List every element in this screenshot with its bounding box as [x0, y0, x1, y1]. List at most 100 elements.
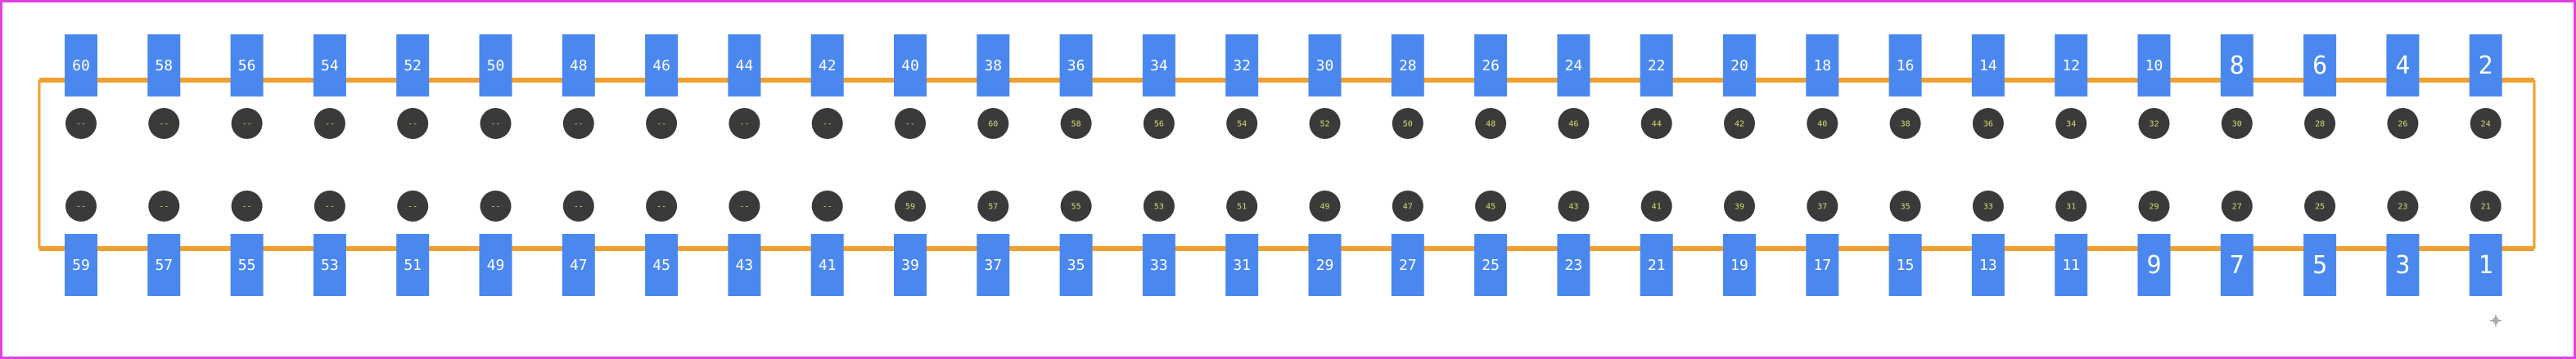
pad: 49: [479, 234, 512, 296]
pad-rect: [313, 234, 346, 296]
hole-label: 29: [2149, 203, 2159, 212]
pad: 19: [1723, 234, 1756, 296]
hole: 58: [1060, 108, 1092, 139]
pad: 41: [810, 234, 844, 296]
pad-number: 33: [1150, 257, 1168, 274]
hole-label: 21: [2481, 203, 2491, 212]
hole-label: --: [408, 203, 417, 212]
hole: --: [480, 108, 512, 139]
pad-rect: [645, 234, 679, 296]
pad-rect: [1971, 234, 2005, 296]
hole-label: --: [656, 203, 666, 212]
pad: 44: [728, 34, 761, 96]
pad: 24: [1557, 34, 1590, 96]
hole-circle: [811, 191, 843, 222]
pad: 10: [2137, 34, 2171, 96]
hole-circle: [1724, 191, 1755, 222]
pad: 12: [2055, 34, 2088, 96]
hole-circle: [895, 108, 926, 139]
pad-rect: [230, 234, 264, 296]
pad-rect: [2137, 234, 2171, 296]
hole-circle: [977, 108, 1009, 139]
pad-number: 5: [2312, 251, 2327, 280]
hole-label: --: [408, 120, 417, 129]
pad-number: 13: [1979, 257, 1997, 274]
hole: 43: [1558, 191, 1590, 222]
pad-rect: [728, 234, 761, 296]
pad: 38: [977, 34, 1010, 96]
pad: 6: [2303, 34, 2337, 96]
hole: 32: [2138, 108, 2170, 139]
pad-rect: [1225, 34, 1259, 96]
pad-number: 7: [2230, 251, 2244, 280]
hole-circle: [562, 191, 594, 222]
hole-label: 56: [1154, 120, 1164, 129]
pad-rect: [1391, 234, 1424, 296]
pad-number: 3: [2395, 251, 2410, 280]
pad: 16: [1888, 34, 1922, 96]
hole-circle: [2221, 108, 2253, 139]
pad-number: 30: [1316, 57, 1334, 74]
hole-circle: [1309, 191, 1341, 222]
pad-rect: [396, 34, 430, 96]
pad-number: 22: [1648, 57, 1666, 74]
hole: 35: [1889, 191, 1921, 222]
pad-number: 51: [404, 257, 422, 274]
pad: 39: [894, 234, 927, 296]
pad-rect: [2220, 34, 2253, 96]
hole-label: --: [574, 203, 584, 212]
hole-label: 57: [988, 203, 998, 212]
pad-rect: [1474, 234, 1508, 296]
hole-label: 28: [2315, 120, 2325, 129]
hole-label: 25: [2315, 203, 2325, 212]
hole-label: 33: [1983, 203, 1993, 212]
pad-number: 34: [1150, 57, 1168, 74]
hole-label: 43: [1568, 203, 1578, 212]
hole-label: 55: [1071, 203, 1081, 212]
hole-circle: [2221, 191, 2253, 222]
pad-rect: [1971, 34, 2005, 96]
pad: 29: [1308, 234, 1342, 296]
pad: 5: [2303, 234, 2337, 296]
pad-number: 29: [1316, 257, 1334, 274]
hole-label: --: [823, 120, 832, 129]
hole-circle: [1972, 108, 2004, 139]
pad-rect: [645, 34, 679, 96]
hole-circle: [1640, 191, 1672, 222]
hole-circle: [1392, 108, 1423, 139]
pad-number: 47: [570, 257, 588, 274]
pad-number: 60: [72, 57, 90, 74]
pad-number: 53: [321, 257, 339, 274]
pad: 2: [2469, 34, 2502, 96]
pad-number: 42: [819, 57, 837, 74]
pad-rect: [1308, 34, 1342, 96]
pad-number: 10: [2145, 57, 2163, 74]
pad-number: 52: [404, 57, 422, 74]
hole-label: --: [242, 120, 252, 129]
pad-rect: [977, 34, 1010, 96]
pad: 31: [1225, 234, 1259, 296]
pad: 7: [2220, 234, 2253, 296]
pad-rect: [2055, 34, 2088, 96]
pad: 30: [1308, 34, 1342, 96]
pad: 21: [1640, 234, 1673, 296]
pad-rect: [1806, 234, 1839, 296]
pad-number: 8: [2230, 52, 2244, 80]
hole-label: --: [656, 120, 666, 129]
hole-circle: [729, 108, 760, 139]
hole-circle: [2387, 108, 2419, 139]
hole-circle: [1143, 108, 1175, 139]
pad: 50: [479, 34, 512, 96]
hole: 39: [1724, 191, 1755, 222]
hole-label: 59: [905, 203, 915, 212]
pad-rect: [810, 234, 844, 296]
hole-circle: [1143, 191, 1175, 222]
hole: 54: [1226, 108, 1258, 139]
pad: 51: [396, 234, 430, 296]
pad: 25: [1474, 234, 1508, 296]
pad-number: 23: [1565, 257, 1583, 274]
hole-circle: [480, 191, 512, 222]
hole-circle: [2387, 191, 2419, 222]
hole-circle: [1889, 108, 1921, 139]
